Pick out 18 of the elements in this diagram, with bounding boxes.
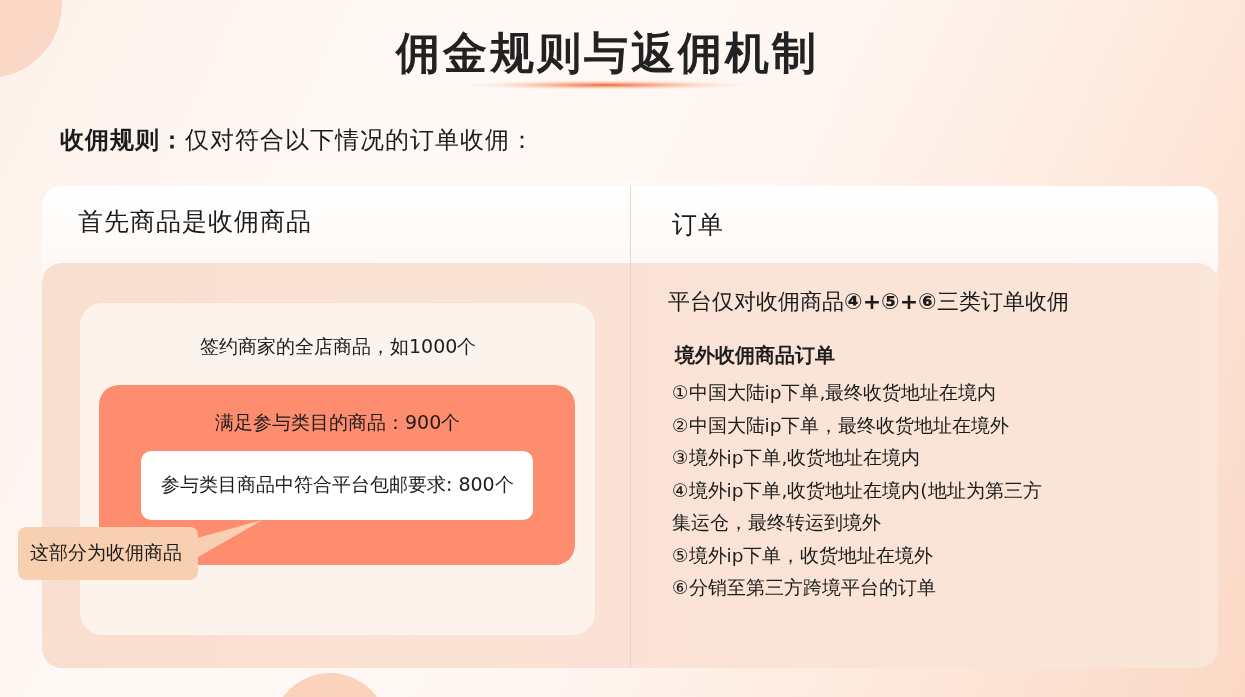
list-item: ②中国大陆ip下单，最终收货地址在境外 (672, 413, 1010, 438)
list-item: ①中国大陆ip下单,最终收货地址在境内 (672, 381, 997, 405)
box-text: 参与类目商品中符合平台包邮要求: 800个 (161, 472, 514, 496)
column-header: 首先商品是收佣商品 (78, 206, 312, 238)
list-item: ⑤境外ip下单，收货地址在境外 (672, 543, 934, 568)
summary-text: 平台仅对收佣商品④+⑤+⑥三类订单收佣 (668, 288, 1069, 316)
box-text: 签约商家的全店商品，如1000个 (200, 334, 477, 358)
list-item: ④境外ip下单,收货地址在境内(地址为第三方集运仓，最终转运到境外 (672, 478, 1043, 535)
callout-text: 这部分为收佣商品 (30, 541, 182, 565)
inner-box (141, 451, 533, 520)
box-text: 满足参与类目的商品：900个 (215, 410, 461, 434)
rule-text: 收佣规则：仅对符合以下情况的订单收佣： (60, 125, 535, 156)
column-header: 订单 (672, 209, 724, 241)
section-heading: 境外收佣商品订单 (675, 342, 835, 369)
title-heading: 佣金规则与返佣机制 (396, 30, 819, 76)
list-item: ⑥分销至第三方跨境平台的订单 (672, 576, 936, 600)
list-item: ③境外ip下单,收货地址在境内 (672, 446, 921, 470)
callout-pointer (196, 520, 263, 559)
